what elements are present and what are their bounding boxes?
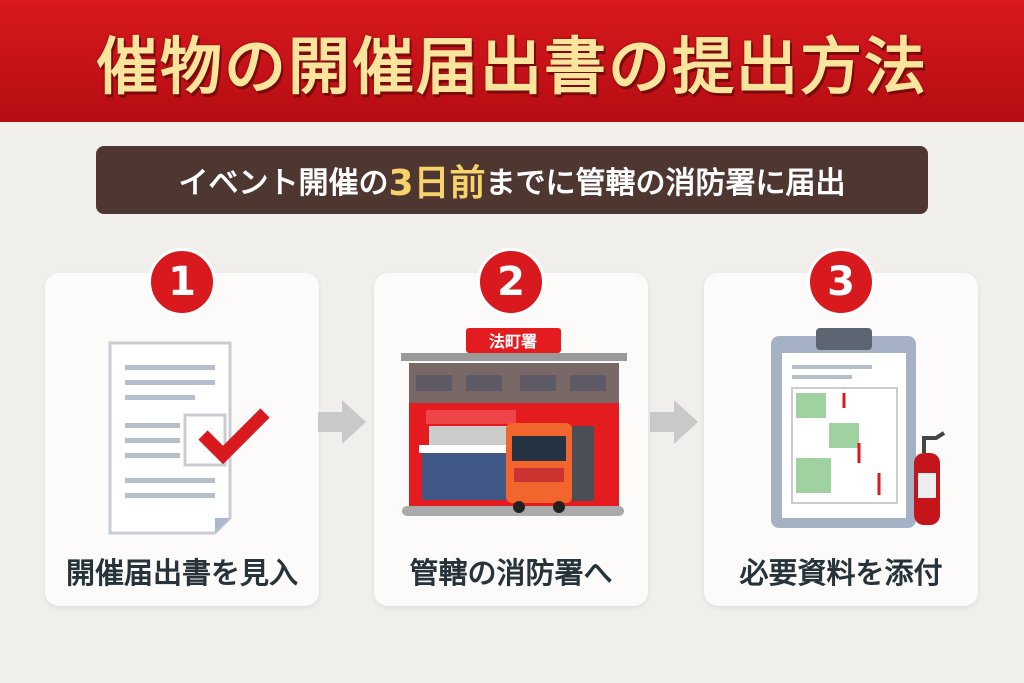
step-card-1: 1 開催届出書を見入 <box>45 248 319 606</box>
step-number: 1 <box>148 248 216 316</box>
arrow-right-icon <box>318 400 366 444</box>
step-label: 必要資料を添付 <box>739 556 943 590</box>
step-card-2: 2 法町署 管轄の消防署へ <box>374 248 648 606</box>
document-check-icon <box>108 341 270 535</box>
step-number: 3 <box>807 248 875 316</box>
subtitle-pre: イベント開催の <box>178 166 389 201</box>
step-label: 管轄の消防署へ <box>409 556 613 590</box>
clipboard-floorplan-icon <box>771 328 946 528</box>
step-card-3: 3 必要資料を添付 <box>704 248 978 606</box>
subtitle-highlight: 3日前 <box>388 163 486 204</box>
fire-station-icon: 法町署 <box>401 328 627 516</box>
title-banner: 催物の開催届出書の提出方法 <box>0 0 1024 122</box>
page-title: 催物の開催届出書の提出方法 <box>95 30 928 103</box>
step-number: 2 <box>477 248 545 316</box>
subtitle-post: までに管轄の消防署に届出 <box>485 166 846 201</box>
arrow-right-icon <box>650 400 698 444</box>
station-sign: 法町署 <box>489 332 537 351</box>
step-label: 開催届出書を見入 <box>65 556 298 590</box>
